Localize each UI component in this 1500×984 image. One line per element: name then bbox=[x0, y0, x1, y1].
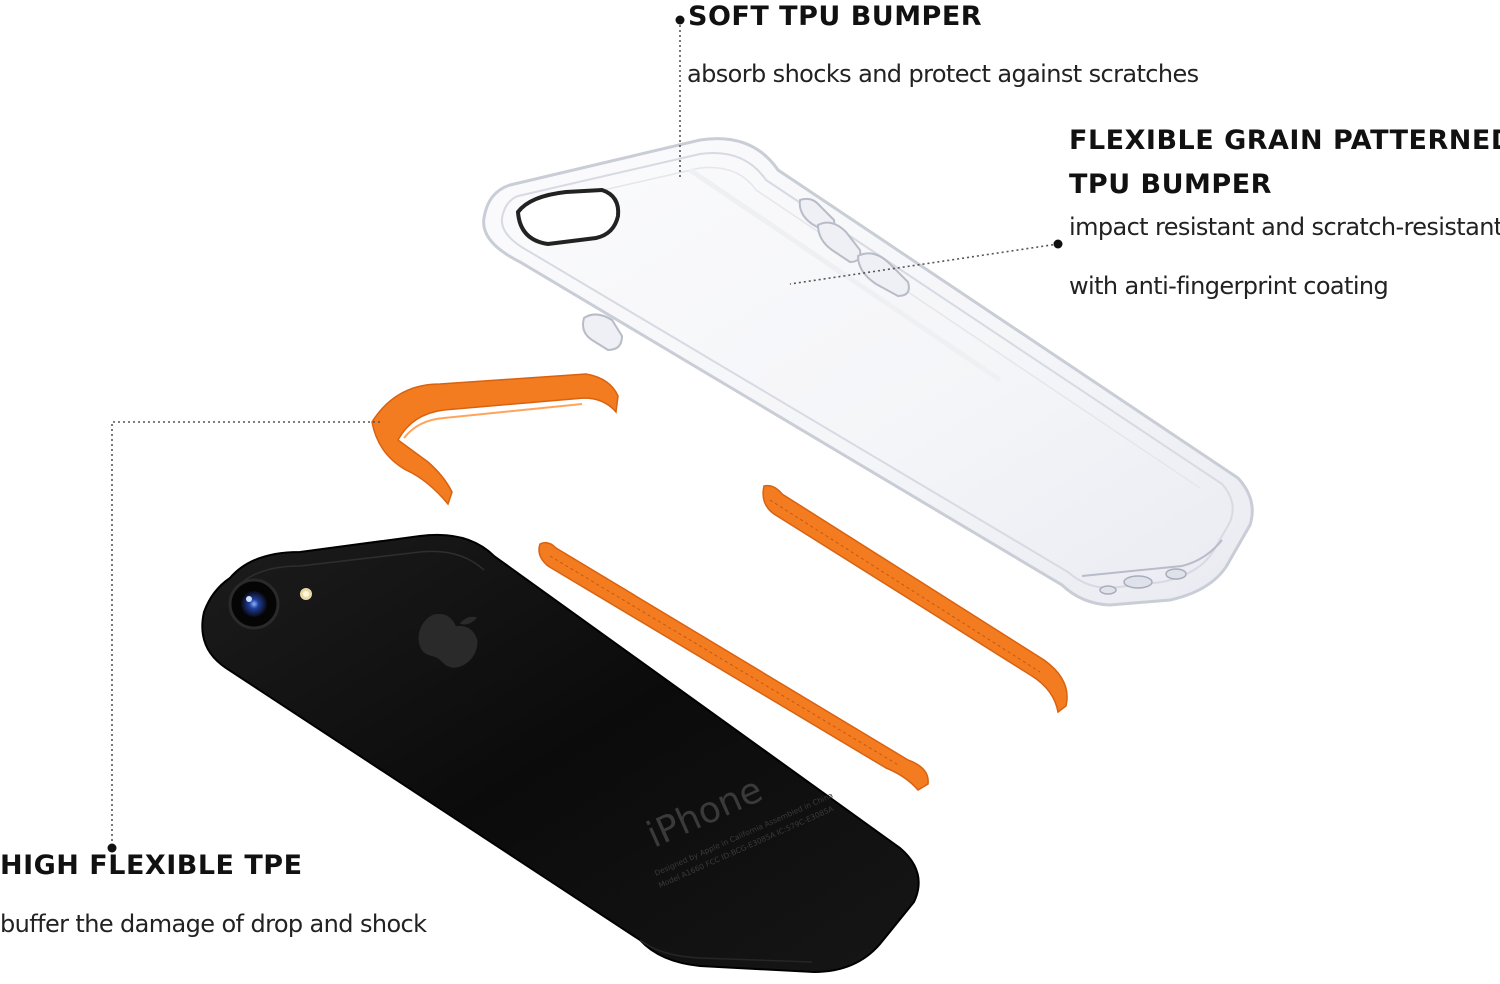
grain-tpu-bumper-description-line2: with anti-fingerprint coating bbox=[1069, 272, 1389, 300]
bumper-top-corner bbox=[371, 373, 619, 506]
grain-tpu-bumper-title-line2: TPU BUMPER bbox=[1069, 169, 1272, 200]
high-flexible-tpe-description: buffer the damage of drop and shock bbox=[0, 910, 427, 938]
tpe-dot bbox=[107, 843, 117, 853]
camera-lens-icon bbox=[228, 578, 280, 630]
grain-tpu-bumper-title-line1: FLEXIBLE GRAIN PATTERNED bbox=[1069, 125, 1500, 156]
camera-cutout bbox=[515, 187, 621, 247]
soft-tpu-bumper-description: absorb shocks and protect against scratc… bbox=[687, 60, 1199, 88]
leader-lines bbox=[111, 20, 1059, 846]
black-phone: iPhone Designed by Apple in California A… bbox=[201, 533, 920, 974]
orange-bumper-pieces bbox=[371, 373, 1068, 791]
clear-tpu-case bbox=[482, 137, 1254, 607]
soft-tpu-bumper-title: SOFT TPU BUMPER bbox=[688, 1, 983, 32]
flash-icon bbox=[300, 588, 312, 600]
leader-dots bbox=[107, 15, 1063, 853]
bumper-left-side bbox=[538, 541, 929, 791]
soft-tpu-dot bbox=[675, 15, 685, 25]
grain-tpu-dot bbox=[1053, 239, 1063, 249]
high-flexible-tpe-title: HIGH FLEXIBLE TPE bbox=[0, 850, 303, 881]
grain-tpu-leader bbox=[789, 243, 1059, 285]
tpe-leader bbox=[111, 421, 380, 846]
grain-tpu-bumper-description-line1: impact resistant and scratch-resistant bbox=[1069, 213, 1500, 241]
bumper-right-side bbox=[762, 484, 1068, 714]
apple-logo-icon bbox=[418, 613, 478, 668]
